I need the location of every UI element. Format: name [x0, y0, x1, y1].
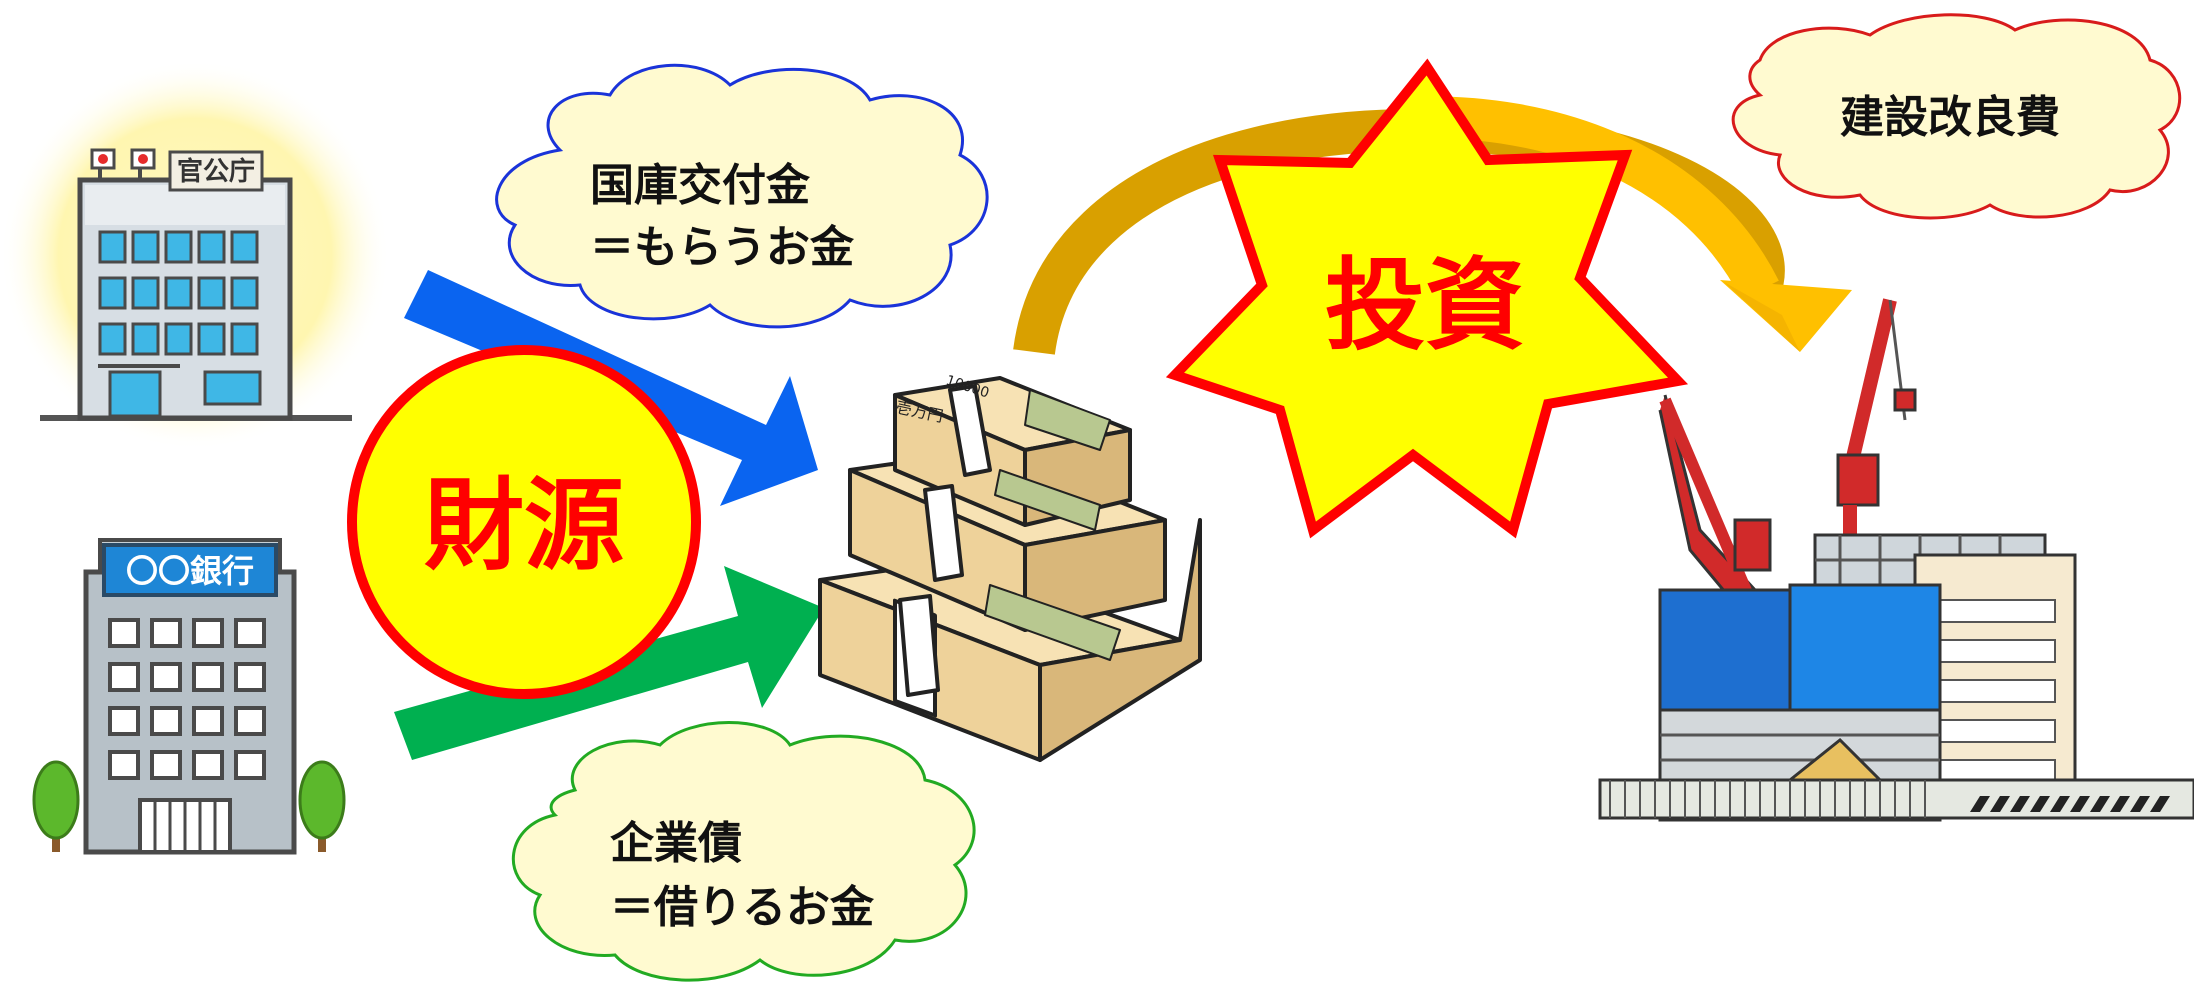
kokko-cloud: 国庫交付金 ＝もらうお金 [495, 63, 989, 329]
kokko-line1: 国庫交付金 [590, 160, 811, 211]
kensetsu-cloud: 建設改良費 [1731, 13, 2182, 220]
zaigen-badge: 財源 [347, 345, 701, 699]
bank-building-icon: 〇〇銀行 [32, 538, 346, 855]
construction-site-icon [1598, 298, 2194, 822]
gov-sign-label: 官公庁 [177, 156, 255, 187]
toshi-label: 投資 [1325, 247, 1525, 364]
kokko-line2: ＝もらうお金 [590, 222, 855, 273]
zaigen-label: 財源 [424, 467, 624, 584]
government-building-icon: 官公庁 [0, 60, 390, 450]
kigyosai-cloud: 企業債 ＝借りるお金 [511, 721, 976, 982]
bank-sign [102, 543, 278, 597]
kensetsu-label: 建設改良費 [1840, 92, 2060, 143]
bank-sign-label: 〇〇銀行 [126, 552, 254, 590]
toshi-badge: 投資 [1165, 58, 1689, 539]
kigyosai-line1: 企業債 [610, 818, 742, 869]
kigyosai-line2: ＝借りるお金 [610, 882, 875, 933]
money-stack-icon: 壱万円 10000 [818, 373, 1202, 762]
gov-sign [168, 150, 264, 192]
